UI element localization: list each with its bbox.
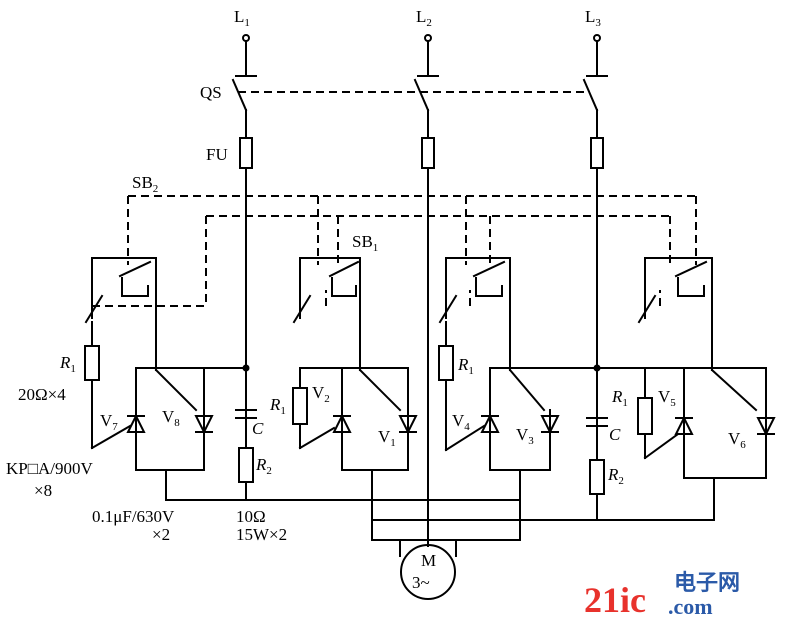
snubber-left [235,364,257,483]
spec-thyristor-line1: KP□A/900V [6,459,93,478]
label-l1: L1 [234,7,250,29]
watermark-part3: .com [668,594,713,618]
thyristor-block-v7-v8 [90,295,247,501]
switch-group-1 [84,257,157,324]
motor-label-phase: 3~ [412,573,430,592]
label-r1-right: R1 [611,387,628,409]
label-qs: QS [200,83,222,102]
thyristor-block-v5-v6 [596,295,776,521]
switch-group-4 [637,257,713,324]
spec-r1: 20Ω×4 [18,385,66,404]
sb1-linkage [92,215,671,307]
switch-group-2 [292,257,361,324]
watermark-part2: 电子网 [674,570,740,595]
label-fu: FU [206,145,228,164]
motor-label-m: M [421,551,436,570]
label-r1-left: R1 [59,353,76,375]
label-r2-right: R2 [607,465,624,487]
label-r1-center: R1 [269,395,286,417]
sb2-linkage [127,195,697,265]
label-v1: V1 [378,427,396,449]
label-r2-left: R2 [255,455,272,477]
label-v7: V7 [100,411,118,433]
label-v8: V8 [162,407,180,429]
label-sb1: SB1 [352,232,378,254]
phase-line-l3 [582,34,608,521]
resistor-r1-mid [438,321,454,451]
snubber-right [586,364,608,495]
spec-r2-line1: 10Ω [236,507,266,526]
switch-group-3 [438,257,511,324]
phase-line-l1 [231,34,257,501]
label-v6: V6 [728,429,746,451]
spec-thyristor-line2: ×8 [34,481,52,500]
label-v3: V3 [516,425,534,447]
thyristor-block-v1-v2 [292,295,418,521]
watermark-part1: 21ic [584,580,646,618]
spec-capacitor-line2: ×2 [152,525,170,544]
label-l2: L2 [416,7,432,29]
spec-r2-line2: 15W×2 [236,525,287,544]
label-v2: V2 [312,383,330,405]
watermark-logo: 21ic 电子网 .com [584,570,740,618]
resistor-r1-left [84,321,100,449]
motor-feed [165,499,715,557]
label-c-right: C [609,425,621,444]
phase-line-l2 [413,34,439,539]
motor [400,544,456,600]
label-l3: L3 [585,7,601,29]
label-v4: V4 [452,411,470,433]
thyristor-block-v3-v4 [444,295,598,531]
spec-capacitor-line1: 0.1μF/630V [92,507,175,526]
label-r1-mid: R1 [457,355,474,377]
label-c-left: C [252,419,264,438]
label-v5: V5 [658,387,676,409]
label-sb2: SB2 [132,173,158,195]
